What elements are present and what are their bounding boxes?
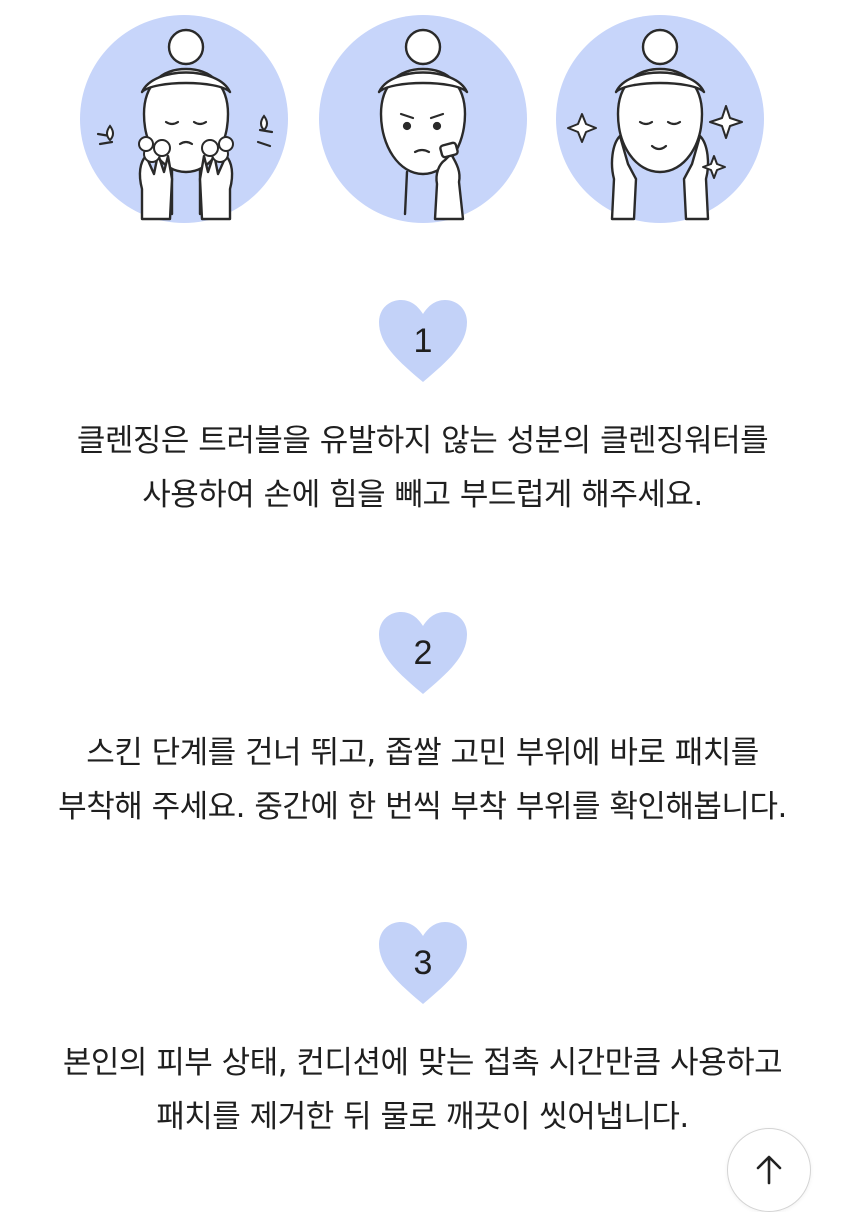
heart-number-badge: 1 [378, 300, 467, 382]
step-description-line: 클렌징은 트러블을 유발하지 않는 성분의 클렌징워터를 [76, 423, 769, 459]
step-number: 1 [413, 322, 432, 360]
heart-number-badge: 2 [378, 612, 467, 694]
step-number: 2 [413, 634, 432, 672]
clear-skin-illustration [556, 15, 764, 223]
step-2: 2 스킨 단계를 건너 뛰고, 좁쌀 고민 부위에 바로 패치를 부착해 주세요… [0, 610, 845, 834]
scroll-to-top-button[interactable] [727, 1128, 811, 1212]
step-number: 3 [413, 944, 432, 982]
step-description-line: 부착해 주세요. 중간에 한 번씩 부착 부위를 확인해봅니다. [58, 789, 787, 825]
illustration-row [80, 14, 770, 229]
step-description-line: 본인의 피부 상태, 컨디션에 맞는 접촉 시간만큼 사용하고 [62, 1045, 783, 1081]
arrow-up-icon [756, 1155, 782, 1185]
step-3: 3 본인의 피부 상태, 컨디션에 맞는 접촉 시간만큼 사용하고 패치를 제거… [0, 920, 845, 1144]
cleansing-face-illustration [80, 15, 288, 223]
step-1: 1 클렌징은 트러블을 유발하지 않는 성분의 클렌징워터를 사용하여 손에 힘… [0, 298, 845, 522]
step-description: 클렌징은 트러블을 유발하지 않는 성분의 클렌징워터를 사용하여 손에 힘을 … [0, 414, 845, 522]
heart-number-badge: 3 [378, 922, 467, 1004]
step-description: 스킨 단계를 건너 뛰고, 좁쌀 고민 부위에 바로 패치를 부착해 주세요. … [0, 726, 845, 834]
step-description-line: 스킨 단계를 건너 뛰고, 좁쌀 고민 부위에 바로 패치를 [86, 735, 759, 771]
step-description-line: 사용하여 손에 힘을 빼고 부드럽게 해주세요. [142, 477, 703, 513]
applying-patch-illustration [319, 15, 527, 223]
step-description: 본인의 피부 상태, 컨디션에 맞는 접촉 시간만큼 사용하고 패치를 제거한 … [0, 1036, 845, 1144]
step-description-line: 패치를 제거한 뒤 물로 깨끗이 씻어냅니다. [156, 1099, 689, 1135]
